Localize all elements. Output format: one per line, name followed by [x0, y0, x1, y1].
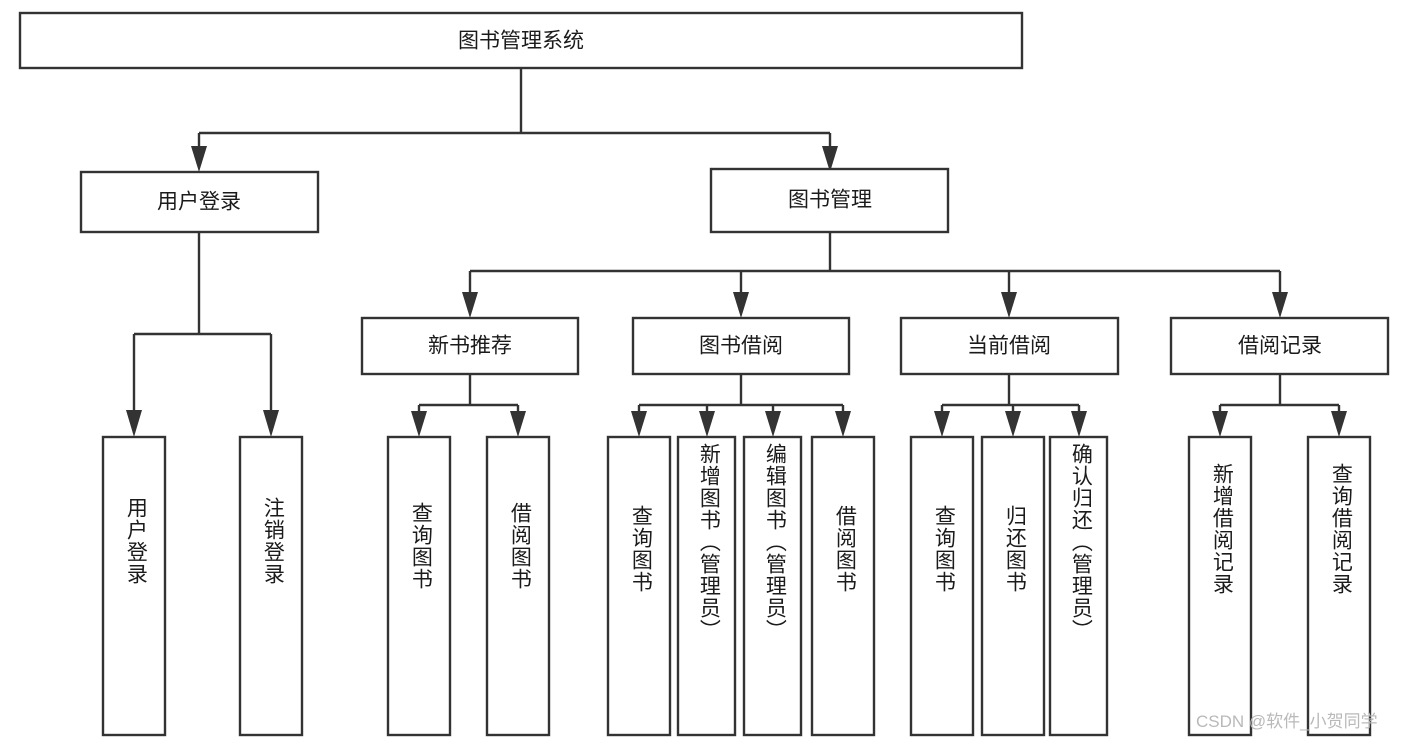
node-box-user-login[interactable] [79, 170, 320, 234]
node-label-user-login: 用户登录 [157, 191, 241, 214]
node-box-user-logout[interactable] [238, 435, 304, 737]
arrow-return-book [1005, 411, 1021, 437]
node-box-confirm-return[interactable] [1048, 435, 1109, 737]
arrow-edit-book [765, 411, 781, 437]
arrow-add-book [699, 411, 715, 437]
node-box-new-book-recommend[interactable] [360, 316, 580, 376]
node-label-root: 图书管理系统 [458, 30, 584, 53]
arrow-query-book-3 [934, 411, 950, 437]
arrow-new-book-recommend [462, 292, 478, 318]
arrow-query-borrow-record [1331, 411, 1347, 437]
node-box-query-book-3[interactable] [909, 435, 975, 737]
arrow-query-book-2 [631, 411, 647, 437]
nodes-layer: 图书管理系统 用户登录 图书管理 新书推荐 图书借阅 当前借阅 借阅记录 [18, 11, 1390, 737]
arrow-to-user-login [191, 146, 207, 172]
node-box-user-login-do[interactable] [101, 435, 167, 737]
node-box-add-book[interactable] [676, 435, 737, 737]
node-box-query-borrow-record[interactable] [1306, 435, 1372, 737]
node-label-book-borrow: 图书借阅 [699, 335, 783, 358]
node-box-borrow-book-1[interactable] [485, 435, 551, 737]
arrow-borrow-record [1272, 292, 1288, 318]
arrow-book-borrow [733, 292, 749, 318]
node-box-book-borrow[interactable] [631, 316, 851, 376]
arrow-borrow-book-2 [835, 411, 851, 437]
node-box-root[interactable] [18, 11, 1024, 70]
node-box-edit-book[interactable] [742, 435, 803, 737]
node-box-query-book-2[interactable] [606, 435, 672, 737]
node-box-return-book[interactable] [980, 435, 1046, 737]
arrow-current-borrow [1001, 292, 1017, 318]
arrow-user-login-do [126, 410, 142, 437]
node-label-current-borrow: 当前借阅 [967, 335, 1051, 358]
node-box-query-book-1[interactable] [386, 435, 452, 737]
arrow-borrow-book-1 [510, 411, 526, 437]
arrow-confirm-return [1071, 411, 1087, 437]
node-box-current-borrow[interactable] [899, 316, 1120, 376]
edges-layer [126, 68, 1347, 437]
arrow-query-book-1 [411, 411, 427, 437]
arrow-to-book-manage [822, 146, 838, 172]
arrow-user-logout [263, 410, 279, 437]
node-box-add-borrow-record[interactable] [1187, 435, 1253, 737]
csdn-watermark: CSDN @软件_小贺同学 [1196, 712, 1378, 731]
node-box-borrow-record[interactable] [1169, 316, 1390, 376]
node-box-borrow-book-2[interactable] [810, 435, 876, 737]
node-label-new-book-recommend: 新书推荐 [428, 335, 512, 358]
node-box-book-manage[interactable] [709, 167, 950, 234]
arrow-add-borrow-record [1212, 411, 1228, 437]
node-label-borrow-record: 借阅记录 [1238, 335, 1322, 358]
node-label-book-manage: 图书管理 [788, 189, 872, 212]
